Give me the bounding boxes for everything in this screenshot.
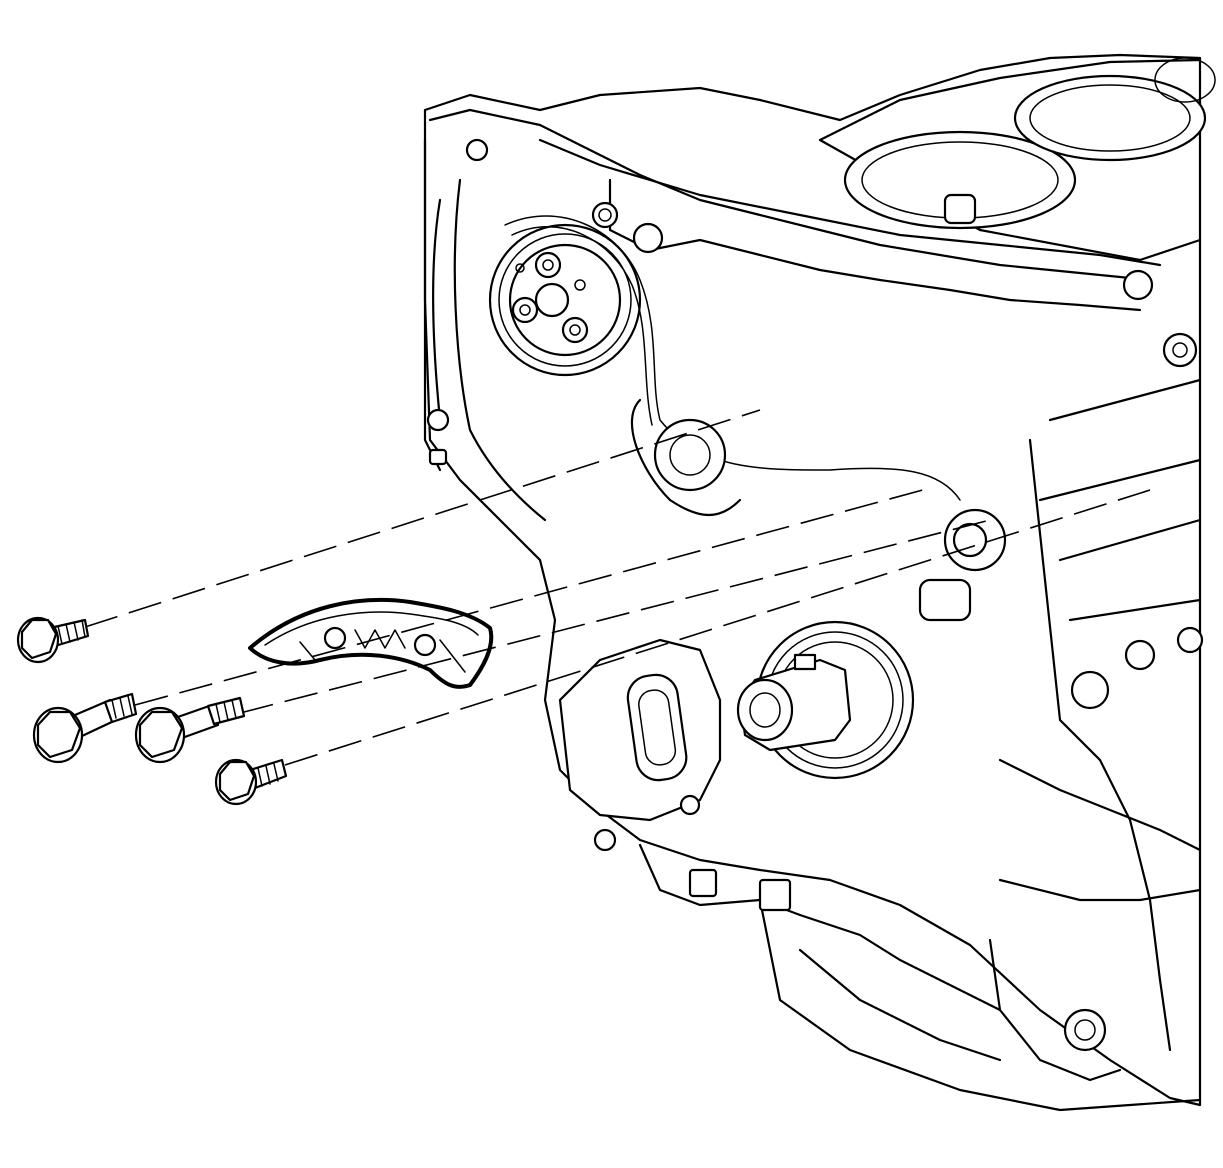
- camshaft-sprocket: [488, 223, 642, 377]
- oil-pan: [638, 843, 1002, 1012]
- timing-chain-guide: [248, 597, 494, 689]
- timing-chain: [504, 215, 961, 517]
- camshaft-center-bolt: [534, 282, 570, 318]
- bolt-2: [32, 692, 138, 764]
- crankshaft-sprocket: [736, 620, 915, 780]
- oil-pump-port: [626, 673, 688, 782]
- cylinder-bore-1: [843, 130, 1077, 230]
- bolt-1: [16, 616, 90, 664]
- engine-block-outline: [423, 53, 1202, 1107]
- bolt-4: [214, 758, 288, 806]
- alignment-lines: [84, 409, 1151, 766]
- cylinder-bore-2: [1013, 74, 1207, 162]
- engine-block: [423, 53, 1216, 1112]
- bolt-3: [134, 696, 246, 764]
- chain-guide-outline: [248, 597, 494, 689]
